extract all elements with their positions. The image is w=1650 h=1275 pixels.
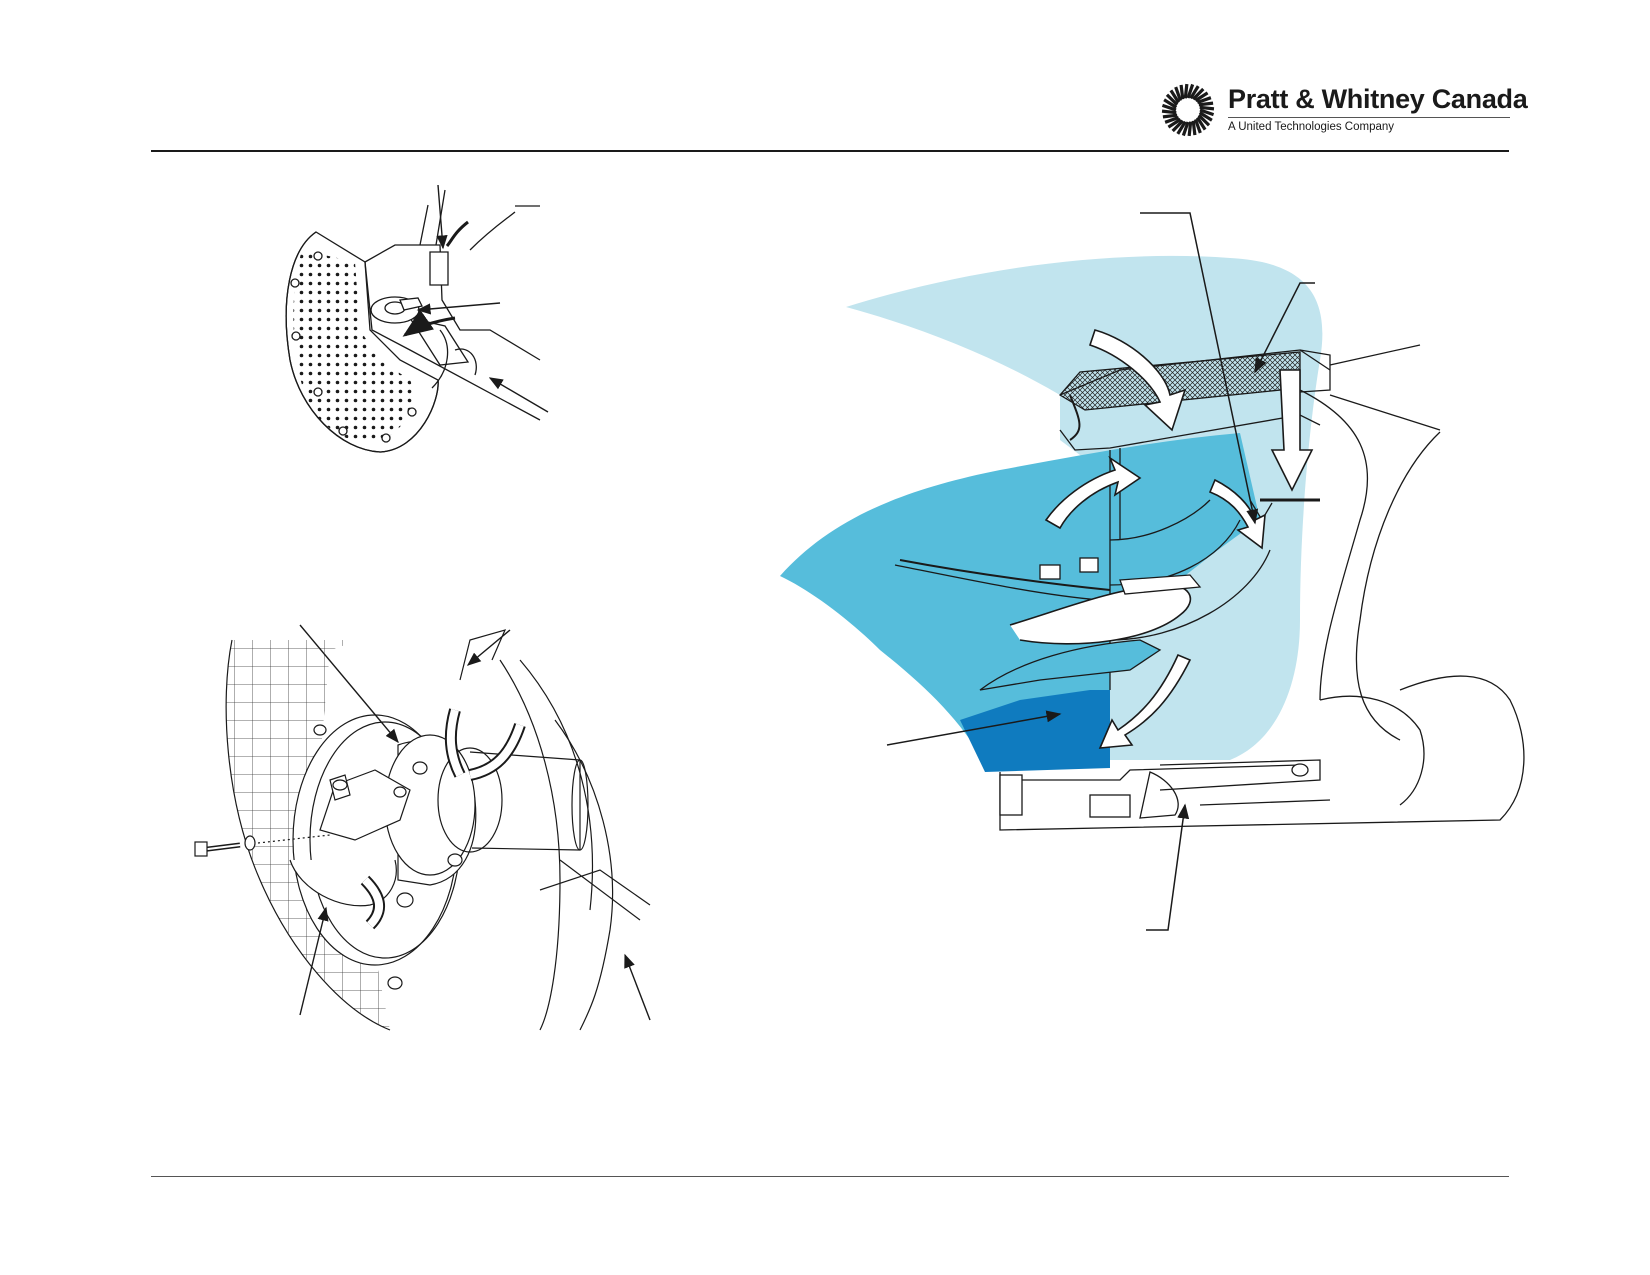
footer-rule: [151, 1176, 1509, 1177]
logo-ray: [1169, 89, 1180, 104]
logo-ray: [1179, 84, 1185, 100]
logo-ray: [1183, 83, 1189, 99]
logo-ray: [1199, 105, 1215, 111]
logo-ray: [1161, 109, 1177, 115]
logo-ray: [1161, 103, 1177, 112]
logo-ray: [1191, 120, 1197, 136]
logo-ray: [1187, 121, 1193, 137]
logo-ray: [1162, 113, 1178, 119]
company-name: Pratt & Whitney Canada: [1228, 84, 1528, 114]
logo-ray: [1181, 121, 1190, 137]
inlet-screen-detail-figure: [285, 184, 549, 453]
logo-ray: [1189, 85, 1200, 100]
inlet-cover-assembly-figure: [194, 624, 651, 1031]
logo-ray: [1194, 91, 1209, 102]
logo-ray: [1167, 118, 1182, 129]
air-intake-cutaway-figure: [780, 212, 1525, 931]
header-rule: [151, 150, 1509, 152]
pwc-sunburst-logo-icon: [1161, 83, 1215, 137]
logo-ray: [1171, 119, 1184, 133]
logo-ray: [1174, 86, 1183, 102]
logo-ray: [1197, 114, 1211, 127]
logo-ray: [1196, 116, 1207, 131]
logo-divider: [1228, 117, 1510, 118]
logo-ray: [1198, 111, 1213, 122]
logo-ray: [1176, 120, 1187, 135]
company-logo: Pratt & Whitney Canada A United Technolo…: [1160, 82, 1528, 142]
logo-ray: [1199, 108, 1215, 117]
logo-ray: [1192, 87, 1205, 101]
logo-ray: [1186, 83, 1195, 99]
logo-ray: [1165, 93, 1179, 106]
logo-ray: [1198, 101, 1214, 107]
company-tagline: A United Technologies Company: [1228, 121, 1395, 133]
airflow-dark-region: [960, 690, 1110, 772]
airflow-medium-region: [780, 433, 1260, 770]
logo-ray: [1196, 96, 1212, 105]
logo-ray: [1164, 115, 1180, 124]
logo-ray: [1193, 118, 1202, 134]
logo-ray: [1163, 98, 1178, 109]
